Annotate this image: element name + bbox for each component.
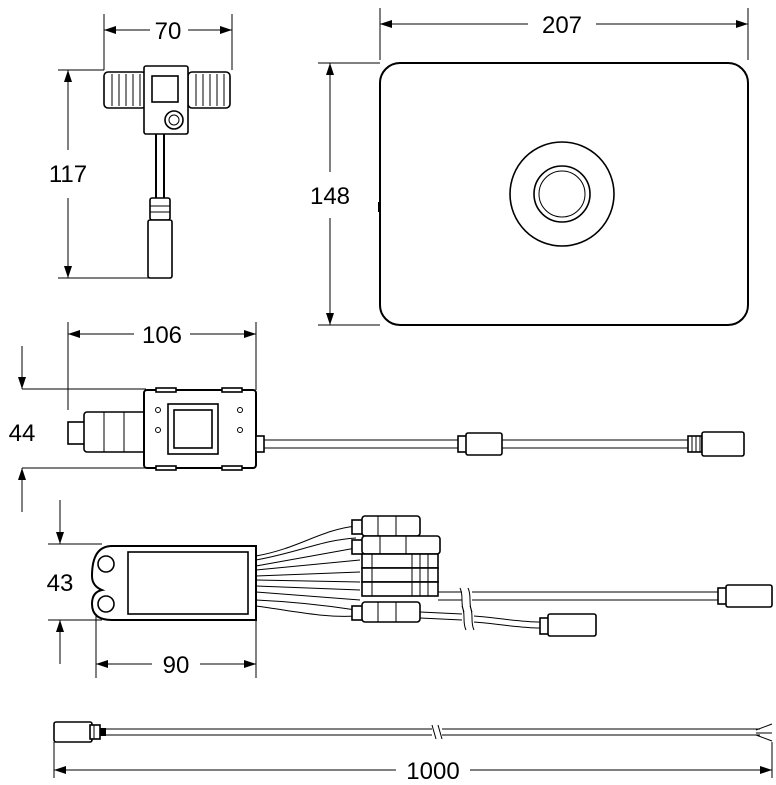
dim-module-length: 106 [142,322,182,349]
dim-cable-length: 1000 [406,758,459,785]
flush-plate-view: 207 148 [310,8,749,326]
dim-t-connector-height: 117 [49,161,87,188]
cable-view: 1000 [53,721,773,785]
dim-box-height: 43 [47,570,74,597]
dim-plate-width: 207 [542,12,582,39]
dim-plate-height: 148 [310,183,350,210]
dim-module-height: 44 [9,420,36,447]
control-box-view: 43 90 [47,500,773,679]
dim-box-length: 90 [163,652,190,679]
electronics-module-view: 106 44 [9,322,745,512]
dim-t-connector-width: 70 [155,18,182,45]
t-connector-view: 70 117 [49,14,233,279]
